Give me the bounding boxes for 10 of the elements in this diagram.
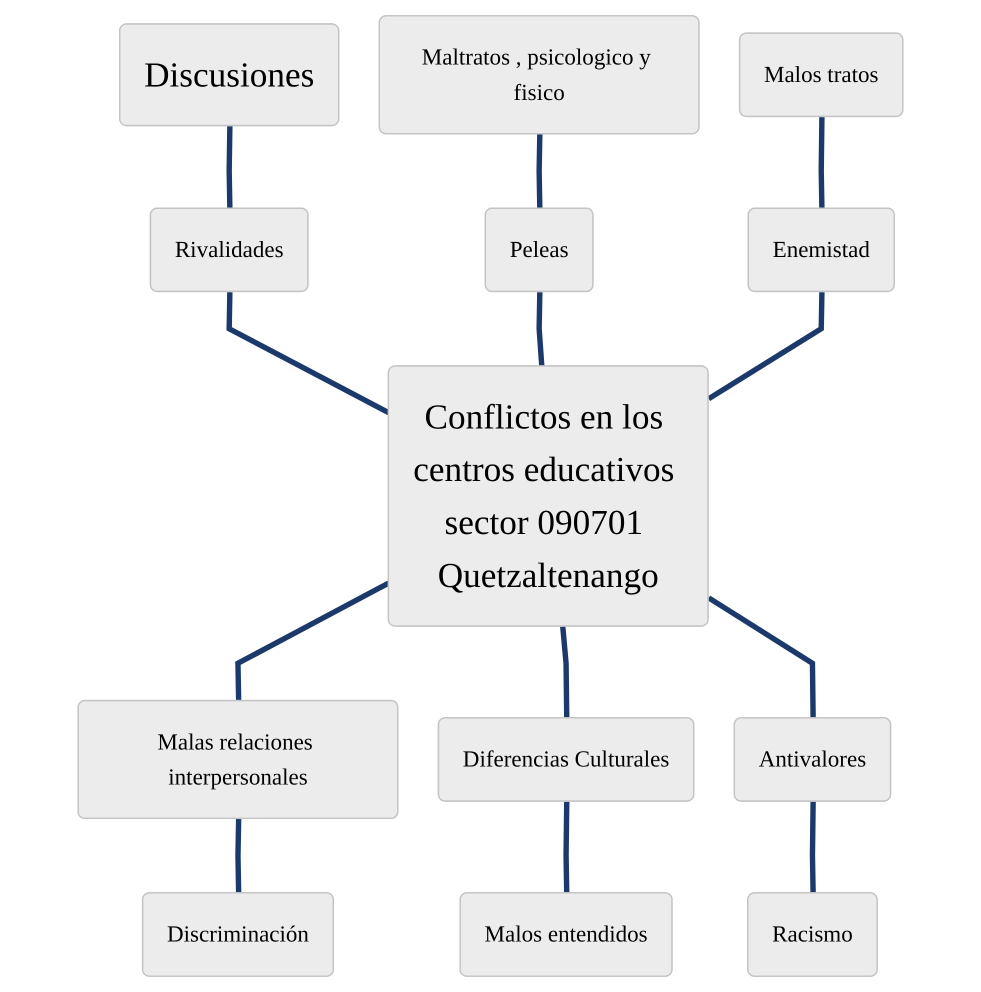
connector [810,802,816,894]
connector [536,134,543,209]
connector [235,819,242,894]
connector [563,802,570,894]
connector [707,292,825,402]
connector [707,596,816,718]
connector [536,292,545,367]
connector [560,626,570,718]
connector [226,126,233,209]
connector [818,117,825,209]
